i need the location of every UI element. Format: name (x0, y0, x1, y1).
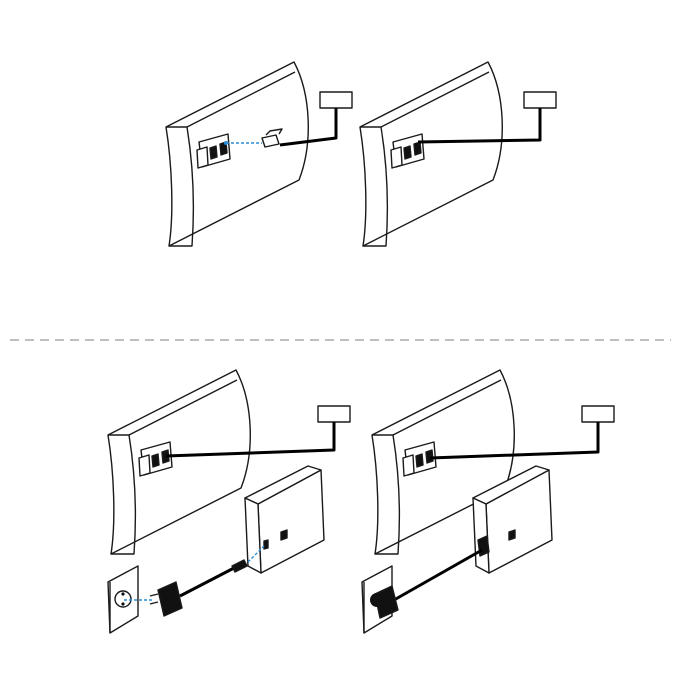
terminal-box-icon (318, 406, 350, 422)
guide-dot (224, 141, 228, 145)
router-box-icon (245, 466, 324, 573)
panel-power-before (108, 370, 350, 633)
terminal-box-icon (524, 92, 556, 108)
panel-ethernet-before (166, 62, 352, 246)
wall-unit-icon (360, 62, 502, 246)
wall-unit-icon (166, 62, 308, 246)
terminal-box-icon (320, 92, 352, 108)
panel-power-after (362, 370, 614, 633)
power-cable (394, 550, 482, 600)
power-jack-icon (264, 540, 268, 549)
power-adapter-icon (150, 582, 182, 616)
outlet-socket-icon (115, 591, 131, 607)
power-cable (180, 568, 234, 596)
wall-unit-icon (108, 370, 250, 554)
panel-ethernet-after (360, 62, 556, 246)
terminal-box-icon (582, 406, 614, 422)
dc-plug-icon (232, 560, 247, 572)
